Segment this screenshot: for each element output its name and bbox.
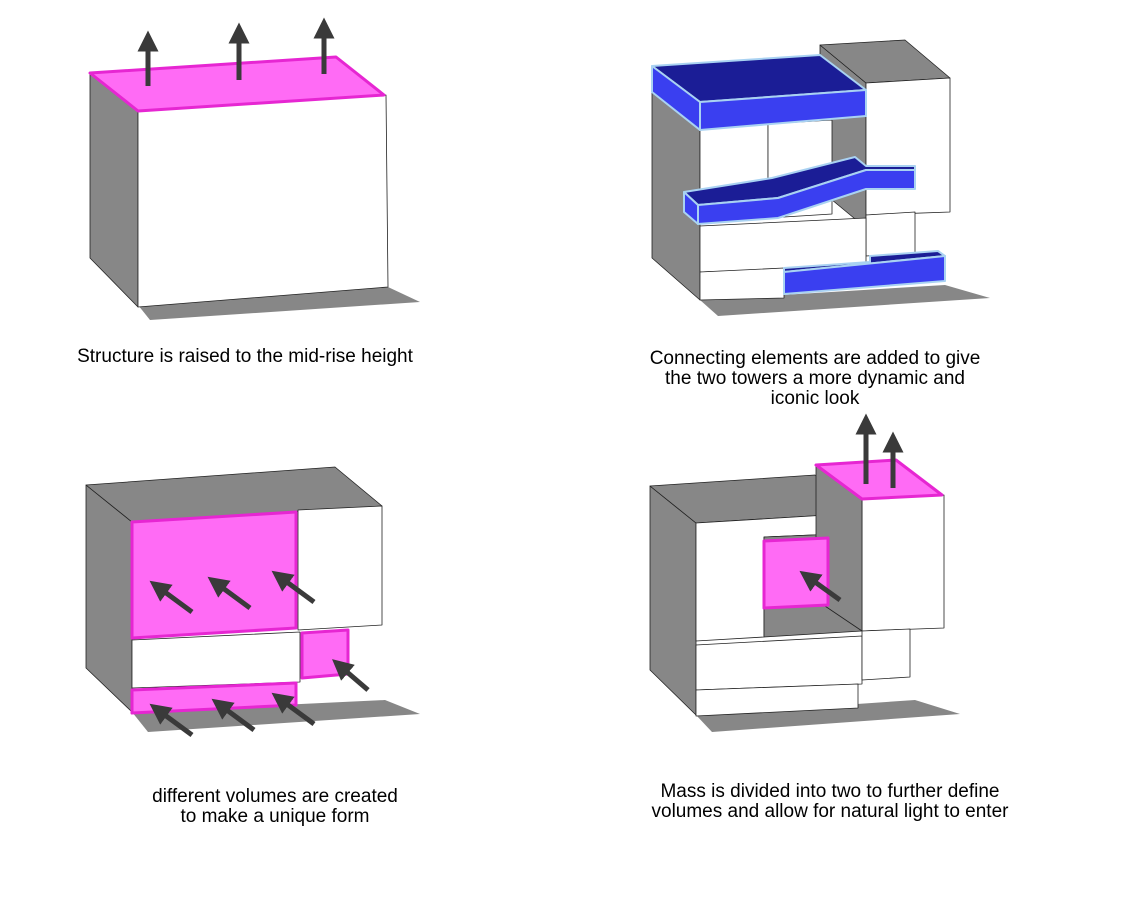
tower-lower-face: [861, 628, 911, 681]
arrow-diagonal-icon: [211, 698, 256, 733]
right-tower-lower: [865, 211, 916, 257]
ground-shadow: [138, 287, 420, 320]
roof-highlight: [88, 55, 386, 113]
block-side-face: [89, 72, 139, 308]
block-front-face: [137, 94, 389, 308]
roof-connector-side: [651, 65, 701, 131]
panel-volumes-figure: [85, 466, 420, 738]
right-volume: [297, 505, 383, 631]
block-side-face: [85, 484, 133, 713]
tower-base-lower: [699, 267, 785, 301]
caption-line: to make a unique form: [180, 806, 370, 827]
bridge-connector-front: [697, 169, 916, 225]
ground-shadow: [700, 285, 990, 316]
caption-volumes: different volumes are created to make a …: [80, 787, 470, 827]
bridge-connector-side: [683, 191, 699, 225]
caption-line: different volumes are created: [152, 786, 398, 807]
panel-divide-figure: [649, 413, 960, 732]
base-block: [695, 683, 859, 717]
caption-connect: Connecting elements are added to give th…: [595, 349, 1035, 409]
caption-line: iconic look: [770, 388, 860, 409]
arrow-diagonal-icon: [332, 659, 370, 692]
arrow-diagonal-icon: [799, 570, 842, 603]
right-tower-upper: [865, 77, 951, 216]
lower-band: [695, 635, 863, 691]
tower-front-face: [861, 494, 945, 632]
caption-line: volumes and allow for natural light to e…: [651, 801, 1009, 822]
arrow-diagonal-icon: [149, 580, 194, 615]
ground-shadow: [132, 700, 420, 732]
caption-line: Connecting elements are added to give: [649, 348, 981, 369]
lower-band: [131, 631, 301, 689]
arrow-diagonal-icon: [149, 703, 194, 738]
arrow-diagonal-icon: [271, 692, 316, 727]
base-void-highlight: [130, 681, 298, 715]
front-void-highlight: [130, 510, 298, 640]
caption-divide: Mass is divided into two to further defi…: [595, 782, 1065, 822]
panel-connect-figure: [651, 39, 990, 316]
block-side-face: [649, 485, 697, 716]
arrow-diagonal-icon: [207, 576, 252, 611]
caption-raise: Structure is raised to the mid-rise heig…: [40, 347, 450, 367]
caption-line: Mass is divided into two to further defi…: [660, 781, 1000, 802]
caption-line: Structure is raised to the mid-rise heig…: [77, 346, 413, 367]
corner-void-highlight: [300, 628, 350, 680]
caption-line: the two towers a more dynamic and: [665, 368, 965, 389]
arrow-diagonal-icon: [271, 570, 316, 605]
lower-connector-front: [783, 255, 946, 295]
ground-shadow: [696, 700, 960, 732]
panel-raise-figure: [88, 17, 420, 320]
opening-highlight: [762, 536, 830, 610]
tower-roof-highlight: [814, 458, 944, 501]
